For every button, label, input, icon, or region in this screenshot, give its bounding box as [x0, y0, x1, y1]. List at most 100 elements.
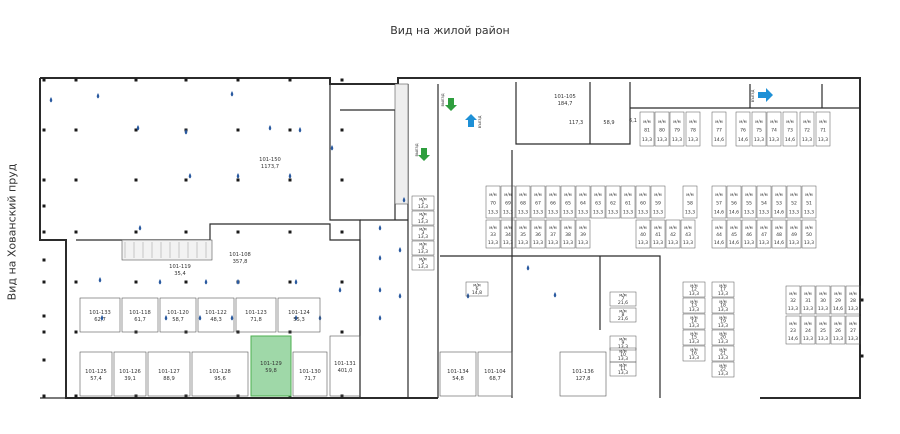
shop-101-127[interactable]: 101-12788,9 — [147, 351, 191, 397]
parking-spot-56[interactable]: м/м5614,6 — [726, 185, 742, 219]
parking-spot-11[interactable]: м/м1113,3 — [609, 361, 637, 377]
shop-101-133[interactable]: 101-13362,7 — [79, 297, 121, 333]
shop-101-108[interactable]: 101-108357,8 — [229, 252, 251, 265]
parking-spot-48[interactable]: м/м4814,6 — [771, 219, 787, 249]
parking-spot-70[interactable]: м/м7013,3 — [485, 185, 501, 219]
parking-spot-50[interactable]: м/м5013,3 — [801, 219, 817, 249]
shop-101-119[interactable]: 101-11935,4 — [169, 264, 191, 277]
parking-spot-74[interactable]: м/м7413,3 — [766, 111, 782, 147]
parking-spot-79[interactable]: м/м7913,3 — [669, 111, 685, 147]
shop-101-129[interactable]: 101-12959,8 — [250, 335, 292, 397]
parking-spot-76[interactable]: м/м7614,6 — [735, 111, 751, 147]
shop-101-122[interactable]: 101-12248,3 — [197, 297, 235, 333]
parking-spot-81[interactable]: м/м8113,3 — [639, 111, 655, 147]
parking-spot-4[interactable]: м/м413,3 — [411, 240, 435, 256]
parking-spot-59[interactable]: м/м5913,3 — [650, 185, 666, 219]
parking-spot-2[interactable]: м/м213,3 — [411, 210, 435, 226]
parking-spot-37[interactable]: м/м3713,3 — [545, 219, 561, 249]
parking-spot-64[interactable]: м/м6413,3 — [575, 185, 591, 219]
parking-spot-46[interactable]: м/м4613,3 — [741, 219, 757, 249]
parking-spot-47[interactable]: м/м4713,3 — [756, 219, 772, 249]
parking-spot-68[interactable]: м/м6813,3 — [515, 185, 531, 219]
parking-spot-66[interactable]: м/м6613,3 — [545, 185, 561, 219]
parking-spot-24[interactable]: м/м2413,3 — [800, 315, 816, 345]
shop-101-120[interactable]: 101-12058,7 — [159, 297, 197, 333]
parking-spot-40[interactable]: м/м4013,3 — [635, 219, 651, 249]
parking-spot-61[interactable]: м/м6113,3 — [620, 185, 636, 219]
shop-101-134[interactable]: 101-13454,8 — [439, 351, 477, 397]
parking-spot-43[interactable]: м/м4313,3 — [680, 219, 696, 249]
parking-spot-30[interactable]: м/м3013,3 — [815, 285, 831, 315]
parking-spot-1[interactable]: м/м113,3 — [411, 195, 435, 211]
parking-spot-45[interactable]: м/м4514,6 — [726, 219, 742, 249]
parking-spot-42[interactable]: м/м4213,3 — [665, 219, 681, 249]
parking-spot-65[interactable]: м/м6513,3 — [560, 185, 576, 219]
parking-spot-18[interactable]: м/м1813,3 — [711, 297, 735, 314]
parking-spot-62[interactable]: м/м6213,3 — [605, 185, 621, 219]
parking-spot-7[interactable]: м/м721,6 — [609, 291, 637, 307]
parking-spot-20[interactable]: м/м2013,3 — [711, 329, 735, 346]
parking-spot-58[interactable]: м/м5813,3 — [682, 185, 698, 219]
parking-spot-32[interactable]: м/м3213,3 — [785, 285, 801, 315]
parking-spot-60[interactable]: м/м6013,3 — [635, 185, 651, 219]
shop-101-118[interactable]: 101-11861,7 — [121, 297, 159, 333]
parking-spot-12[interactable]: м/м1213,3 — [682, 281, 706, 298]
parking-spot-14[interactable]: м/м1413,3 — [682, 313, 706, 330]
parking-spot-51[interactable]: м/м5113,3 — [801, 185, 817, 219]
parking-spot-16[interactable]: м/м1613,3 — [682, 345, 706, 362]
shop-101-128[interactable]: 101-12895,6 — [191, 351, 249, 397]
parking-spot-26[interactable]: м/м2613,3 — [830, 315, 846, 345]
shop-101-150[interactable]: 101-1501173,7 — [259, 157, 281, 170]
parking-spot-17[interactable]: м/м1713,3 — [711, 281, 735, 298]
shop-101-104[interactable]: 101-10468,7 — [477, 351, 513, 397]
parking-spot-28[interactable]: м/м2813,3 — [845, 285, 861, 315]
shop-101-136[interactable]: 101-136127,8 — [559, 351, 607, 397]
parking-spot-19[interactable]: м/м1913,3 — [711, 313, 735, 330]
shop-101-123[interactable]: 101-12371,8 — [235, 297, 277, 333]
parking-spot-49[interactable]: м/м4913,3 — [786, 219, 802, 249]
parking-spot-35[interactable]: м/м3513,3 — [515, 219, 531, 249]
shop-101-131[interactable]: 101-131401,0 — [329, 335, 361, 397]
parking-spot-38[interactable]: м/м3813,3 — [560, 219, 576, 249]
parking-spot-36[interactable]: м/м3613,3 — [530, 219, 546, 249]
parking-spot-8[interactable]: м/м821,6 — [609, 307, 637, 323]
shop-101-130[interactable]: 101-13071,7 — [292, 351, 328, 397]
parking-spot-5[interactable]: м/м513,3 — [411, 255, 435, 271]
shop-101-126[interactable]: 101-12639,1 — [113, 351, 147, 397]
parking-spot-55[interactable]: м/м5513,3 — [741, 185, 757, 219]
parking-spot-15[interactable]: м/м1513,3 — [682, 329, 706, 346]
parking-spot-73[interactable]: м/м7314,6 — [782, 111, 798, 147]
parking-spot-3[interactable]: м/м313,3 — [411, 225, 435, 241]
shop-101-125[interactable]: 101-12557,4 — [79, 351, 113, 397]
parking-spot-31[interactable]: м/м3113,3 — [800, 285, 816, 315]
parking-spot-77[interactable]: м/м7714,6 — [711, 111, 727, 147]
parking-spot-57[interactable]: м/м5714,6 — [711, 185, 727, 219]
parking-spot-52[interactable]: м/м5213,3 — [786, 185, 802, 219]
parking-spot-71[interactable]: м/м7113,3 — [815, 111, 831, 147]
parking-spot-27[interactable]: м/м2713,3 — [845, 315, 861, 345]
parking-spot-63[interactable]: м/м6313,3 — [590, 185, 606, 219]
parking-spot-25[interactable]: м/м2513,3 — [815, 315, 831, 345]
parking-spot-39[interactable]: м/м3913,3 — [575, 219, 591, 249]
parking-spot-44[interactable]: м/м4414,6 — [711, 219, 727, 249]
parking-spot-78[interactable]: м/м7813,3 — [685, 111, 701, 147]
parking-spot-21[interactable]: м/м2113,3 — [711, 345, 735, 362]
parking-spot-75[interactable]: м/м7513,3 — [751, 111, 767, 147]
parking-spot-53[interactable]: м/м5314,6 — [771, 185, 787, 219]
parking-spot-54[interactable]: м/м5413,3 — [756, 185, 772, 219]
parking-spot-29[interactable]: м/м2914,6 — [830, 285, 846, 315]
parking-spot-41[interactable]: м/м4113,3 — [650, 219, 666, 249]
parking-spot-23[interactable]: м/м2314,6 — [785, 315, 801, 345]
parking-spot-33[interactable]: м/м3313,3 — [485, 219, 501, 249]
parking-spot-80[interactable]: м/м8013,3 — [654, 111, 670, 147]
parking-spot-6[interactable]: м/м614,8 — [465, 281, 489, 297]
parking-spot-69[interactable]: м/м6913,3 — [500, 185, 516, 219]
parking-spot-34[interactable]: м/м3413,3 — [500, 219, 516, 249]
parking-spot-72[interactable]: м/м7213,3 — [799, 111, 815, 147]
parking-spot-13[interactable]: м/м1313,3 — [682, 297, 706, 314]
parking-spot-22[interactable]: м/м2213,3 — [711, 361, 735, 378]
parking-spot-67[interactable]: м/м6713,3 — [530, 185, 546, 219]
shop-101-124[interactable]: 101-12455,3 — [277, 297, 321, 333]
shop-101-105[interactable]: 101-105184,7 — [554, 94, 576, 107]
parking-spot-9[interactable]: м/м913,3 — [609, 335, 637, 351]
